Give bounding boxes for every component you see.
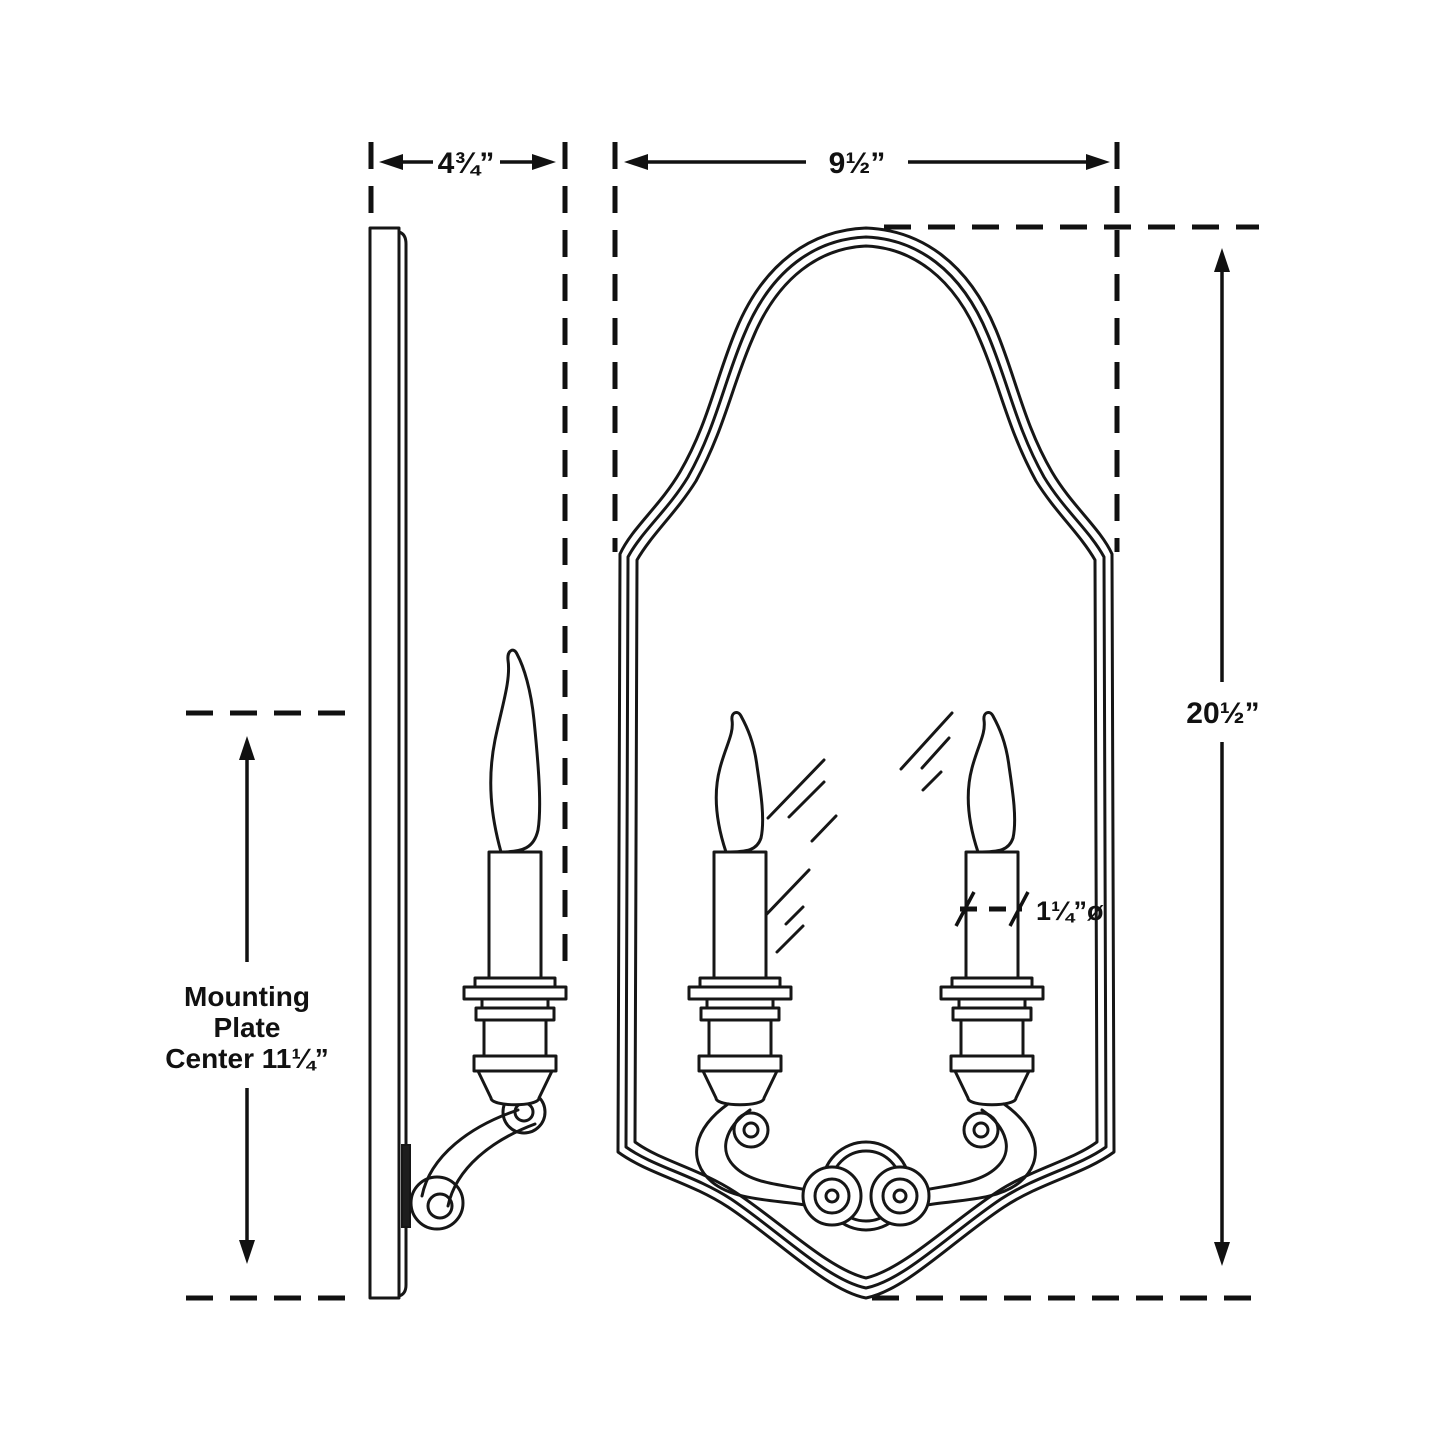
- front-candle-left: [687, 711, 793, 1107]
- side-arm-bottom-scroll-inner: [426, 1192, 454, 1220]
- candle-body: [487, 850, 543, 980]
- frame-inner: [633, 244, 1099, 1280]
- wall-plate-side: [368, 226, 401, 1300]
- right-arm-inner-edge: [902, 1108, 1008, 1198]
- dimension-mounting-center: Mounting Plate Center 11¼”: [165, 736, 329, 1264]
- diameter-tick-left: [954, 891, 976, 927]
- right-arm-outer-edge: [904, 1102, 1037, 1212]
- side-arm-inner-edge: [446, 1122, 537, 1208]
- arrowhead-down: [239, 1240, 255, 1264]
- bobeche-stack: [687, 976, 793, 1107]
- medallion-left-scroll: [801, 1165, 863, 1227]
- candle-body: [712, 850, 768, 980]
- dimension-depth: 4¾”: [379, 147, 556, 180]
- dimension-height: 20½”: [1186, 248, 1260, 1266]
- flame-bulb: [714, 711, 765, 854]
- dimension-width: 9½”: [624, 147, 1110, 180]
- left-arm-outer-edge: [695, 1102, 828, 1212]
- dimension-candle-diameter: 1¼”ø: [954, 891, 1104, 927]
- mounting-note-line1: Mounting: [184, 981, 310, 1012]
- construction-lines: [186, 142, 1259, 1301]
- arrowhead-up: [239, 736, 255, 760]
- arrowhead-left: [379, 154, 403, 170]
- bobeche-stack: [462, 976, 568, 1107]
- width-dimension-label: 9½”: [829, 147, 886, 180]
- arrowhead-down: [1214, 1242, 1230, 1266]
- wall-plate-edge: [397, 230, 408, 1298]
- flame-bulb: [966, 711, 1017, 854]
- medallion-right-scroll: [869, 1165, 931, 1227]
- right-arm-scroll: [962, 1111, 1000, 1149]
- frame-outer: [616, 226, 1116, 1300]
- centre-medallion: [801, 1140, 931, 1232]
- flame-bulb: [489, 648, 542, 854]
- mounting-bracket: [401, 1144, 411, 1228]
- left-arm-inner-edge: [724, 1108, 830, 1198]
- bobeche-stack: [939, 976, 1045, 1107]
- front-arms: [695, 1102, 1037, 1232]
- mirror-frame: [616, 226, 1116, 1300]
- front-view: [616, 226, 1116, 1300]
- side-candle: [462, 648, 568, 1107]
- diameter-tick-right: [1008, 891, 1030, 927]
- mounting-note-line3: Center 11¼”: [165, 1043, 328, 1074]
- depth-dimension-label: 4¾”: [438, 147, 495, 180]
- arrowhead-right: [532, 154, 556, 170]
- side-view: [368, 226, 568, 1300]
- left-arm-scroll: [732, 1111, 770, 1149]
- arrowhead-up: [1214, 248, 1230, 272]
- frame-middle: [624, 235, 1108, 1290]
- candle-diameter-label: 1¼”ø: [1036, 896, 1104, 926]
- mounting-note-line2: Plate: [214, 1012, 281, 1043]
- side-arm-bottom-scroll: [409, 1175, 465, 1231]
- mirror-hatching: [761, 711, 954, 954]
- arrowhead-left: [624, 154, 648, 170]
- candle-body: [964, 850, 1020, 980]
- arrowhead-right: [1086, 154, 1110, 170]
- front-candle-right: [939, 711, 1045, 1107]
- height-dimension-label: 20½”: [1186, 697, 1259, 730]
